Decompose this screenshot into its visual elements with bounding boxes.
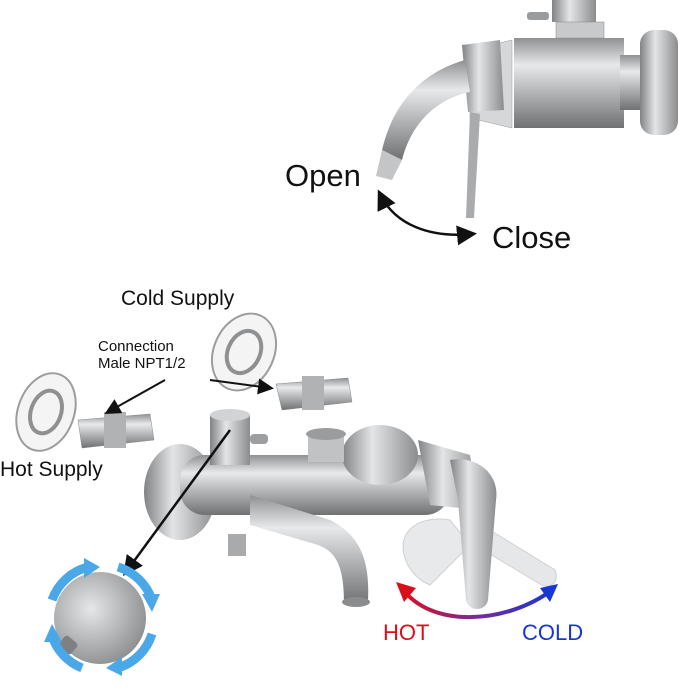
cold-label: COLD [522,620,584,645]
angle-valve-illustration [376,0,678,218]
connection-pointer-cold [209,378,274,395]
hot-arrowhead [396,582,416,602]
close-label: Close [492,220,572,255]
connection-label-line2: Male NPT1/2 [98,355,186,372]
diverter-knob [54,572,146,664]
hot-supply-label: Hot Supply [0,458,103,481]
connection-label-line1: Connection [98,338,174,355]
diverter-pointer [123,429,232,577]
mixer-body [144,409,480,607]
open-label: Open [285,158,361,193]
hot-supply-fitting [77,412,155,449]
open-close-arrow [377,189,477,246]
cold-supply-rosette [210,312,278,392]
cold-supply-fitting [275,376,353,411]
cold-arrowhead [540,584,558,602]
hot-label: HOT [383,620,430,645]
connection-pointer-hot [104,379,166,414]
cold-supply-label: Cold Supply [121,287,235,310]
hot-cold-arrow [400,586,554,620]
hot-supply-rosette [15,372,77,452]
mixer-lever-positions [402,459,557,609]
rotation-arrowheads [44,558,160,676]
